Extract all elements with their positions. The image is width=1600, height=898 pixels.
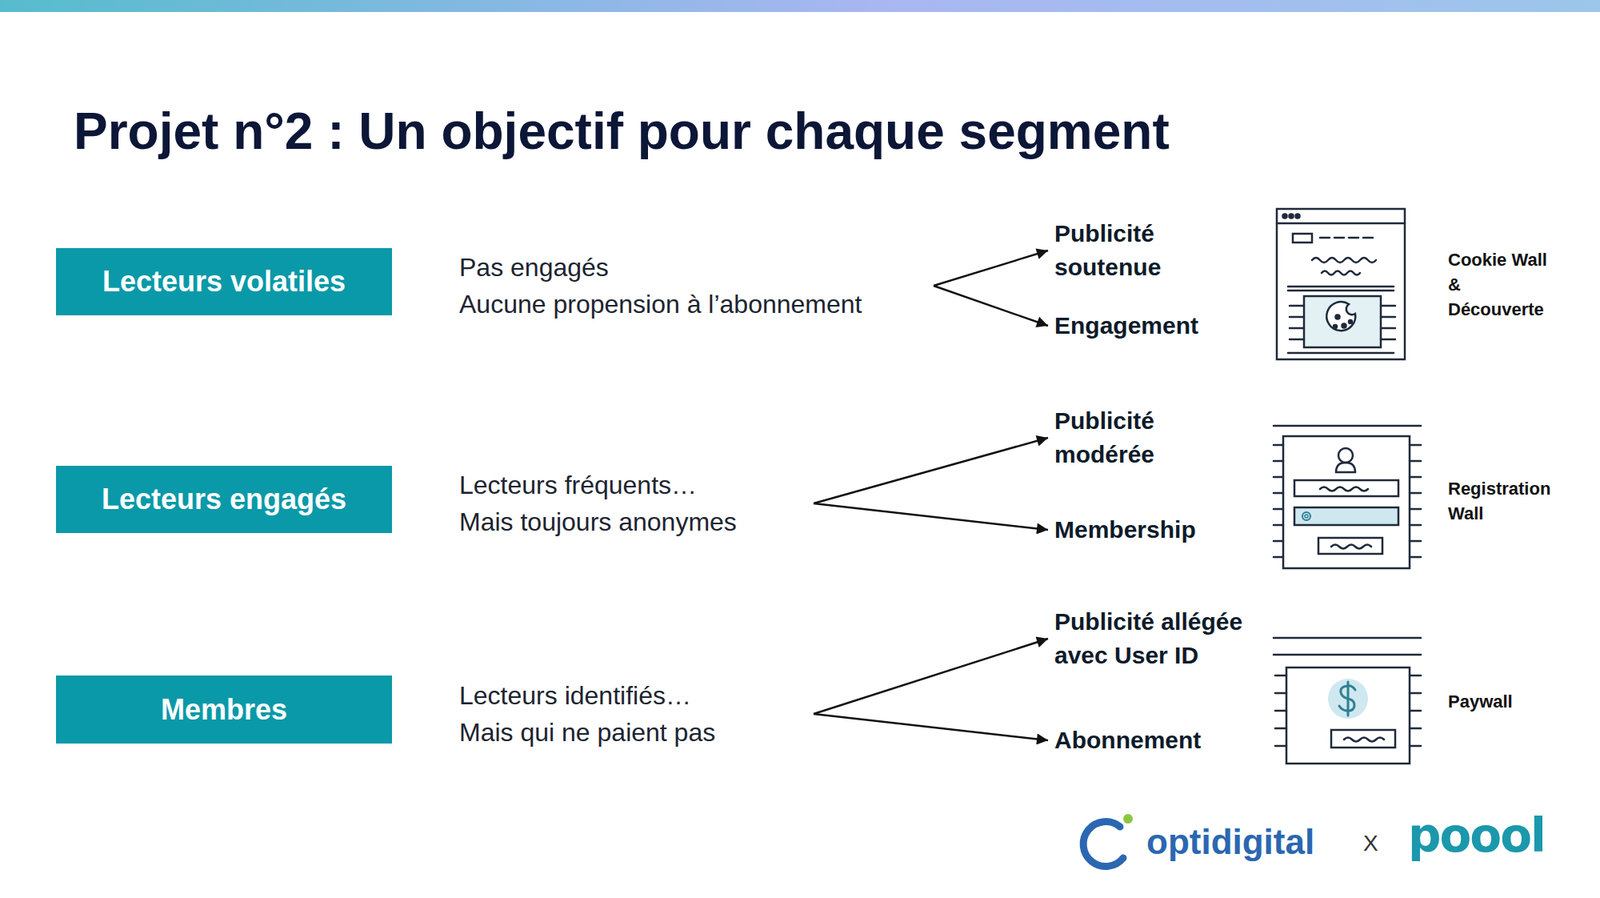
- objective-block: Publicité soutenue: [1054, 216, 1255, 284]
- split-arrow: [813, 638, 1048, 714]
- cookie-wall-icon: [1276, 208, 1405, 360]
- segment-box: Membres: [56, 675, 392, 744]
- cookie-wall-icon-part: [1312, 257, 1376, 263]
- paywall-icon-part: [1273, 653, 1421, 656]
- paywall-icon-part: [1331, 729, 1396, 748]
- objective-block: Engagement: [1054, 308, 1255, 343]
- split-arrow: [813, 503, 1048, 530]
- cookie-wall-icon-part: [1321, 271, 1360, 276]
- registration-wall-icon-part: [1320, 487, 1368, 492]
- split-arrow: [813, 713, 1048, 740]
- cookie-wall-icon-part: [1289, 214, 1294, 219]
- objective-text: Publicité allégée avec User ID: [1054, 604, 1255, 672]
- registration-wall-icon-part: [1336, 462, 1356, 472]
- paywall-icon-part: [1347, 681, 1350, 716]
- icon-caption: Registration Wall: [1448, 476, 1556, 526]
- objective-text: Membership: [1054, 512, 1255, 547]
- registration-wall-icon: [1273, 425, 1421, 568]
- optidigital-logo-mark: [1083, 813, 1133, 867]
- objective-text: Publicité modérée: [1054, 404, 1255, 472]
- registration-wall-icon-part: [1294, 507, 1399, 525]
- slide-title: Projet n°2 : Un objectif pour chaque seg…: [73, 99, 1170, 164]
- cookie-wall-icon-part: [1348, 320, 1352, 324]
- cookie-wall-icon-part: [1320, 236, 1373, 240]
- cookie-wall-icon-part: [1342, 324, 1347, 328]
- segment-box: Lecteurs engagés: [56, 465, 392, 533]
- paywall-icon: [1273, 637, 1421, 764]
- segment-name: Lecteurs engagés: [101, 482, 347, 516]
- paywall-icon-part: [1275, 675, 1421, 746]
- description-block: Lecteurs fréquents…Mais toujours anonyme…: [459, 466, 814, 540]
- objective-text: Abonnement: [1054, 723, 1255, 757]
- paywall-icon-part: [1344, 737, 1384, 742]
- cookie-wall-icon-part: [1276, 222, 1405, 225]
- registration-wall-icon-part: [1273, 424, 1421, 428]
- description-text: Pas engagés: [459, 248, 934, 286]
- description-text: Lecteurs identifiés…: [459, 676, 814, 714]
- icon-caption: Cookie Wall & Découverte: [1448, 247, 1556, 322]
- registration-wall-icon-part: [1331, 544, 1372, 549]
- description-block: Lecteurs identifiés…Mais qui ne paient p…: [459, 676, 814, 751]
- split-arrow: [933, 285, 1048, 326]
- brand-logo: poool: [1408, 806, 1545, 864]
- split-arrow: [933, 250, 1048, 286]
- registration-wall-icon-part: [1294, 480, 1399, 496]
- paywall-icon-part: [1286, 667, 1410, 764]
- description-text: Mais qui ne paient pas: [459, 713, 814, 751]
- cookie-wall-icon-part: [1304, 296, 1381, 348]
- paywall-icon-part: [1328, 678, 1368, 719]
- description-text: Aucune propension à l’abonnement: [459, 285, 934, 323]
- cookie-wall-icon-part: [1296, 214, 1300, 219]
- objective-block: Publicité allégée avec User ID: [1054, 604, 1255, 672]
- brand-logo: optidigital: [1146, 817, 1315, 866]
- cookie-wall-icon-part: [1288, 285, 1394, 288]
- optidigital-logo-mark-part: [1083, 821, 1124, 867]
- segment-box: Lecteurs volatiles: [56, 248, 392, 316]
- description-text: Mais toujours anonymes: [459, 503, 814, 540]
- objective-text: Engagement: [1054, 308, 1255, 343]
- icon-caption: Paywall: [1448, 688, 1556, 714]
- registration-wall-icon-part: [1302, 512, 1311, 520]
- description-text: Lecteurs fréquents…: [459, 466, 814, 504]
- optidigital-logo-mark-part: [1123, 813, 1133, 824]
- paywall-icon-part: [1273, 636, 1421, 640]
- cookie-wall-icon-part: [1283, 214, 1288, 219]
- top-bar: [0, 0, 1600, 12]
- registration-wall-icon-part: [1283, 436, 1410, 568]
- segment-name: Lecteurs volatiles: [102, 264, 346, 299]
- registration-wall-icon-part: [1318, 537, 1383, 554]
- cookie-wall-icon-part: [1326, 301, 1356, 331]
- cookie-wall-icon-part: [1336, 315, 1340, 320]
- split-arrow: [813, 437, 1048, 504]
- cookie-wall-icon-part: [1292, 233, 1312, 243]
- registration-wall-icon-part: [1273, 444, 1421, 557]
- cookie-wall-icon-part: [1288, 352, 1394, 355]
- objective-block: Membership: [1054, 512, 1255, 547]
- objective-block: Abonnement: [1054, 723, 1255, 757]
- objective-block: Publicité modérée: [1054, 404, 1255, 472]
- description-block: Pas engagésAucune propension à l’abonnem…: [459, 248, 934, 323]
- brand-separator: X: [1363, 828, 1379, 858]
- segment-name: Membres: [160, 692, 288, 727]
- cookie-wall-icon-part: [1288, 289, 1394, 292]
- cookie-wall-icon-part: [1276, 208, 1405, 360]
- objective-text: Publicité soutenue: [1054, 216, 1255, 284]
- registration-wall-icon-part: [1338, 448, 1353, 463]
- cookie-wall-icon-part: [1333, 324, 1337, 328]
- registration-wall-icon-part: [1304, 514, 1308, 518]
